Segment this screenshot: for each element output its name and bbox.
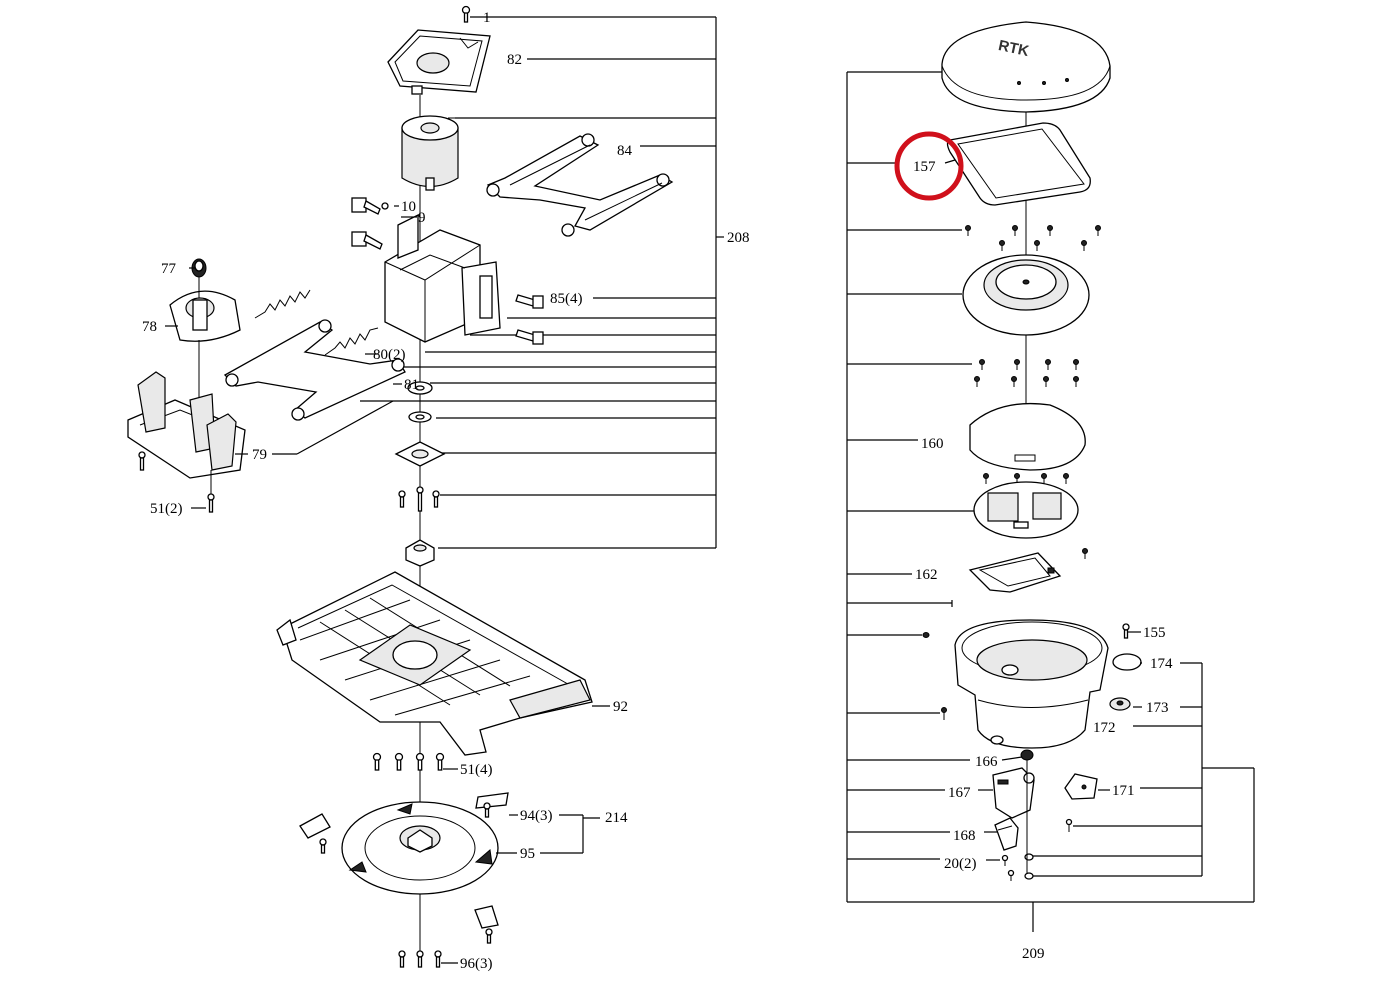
label-162: 162 [915,567,938,583]
cap-plate-part-82 [387,29,491,95]
right-leaders [944,159,1142,861]
label-81: 81 [404,377,419,393]
label-166: 166 [975,754,998,770]
label-157: 157 [913,159,936,175]
clip-part-168 [994,817,1019,851]
gasket-part-160 [969,402,1086,471]
label-79: 79 [252,447,267,463]
base-bracket-part-79 [127,340,246,513]
bolts-part-51-b [372,752,445,771]
pins [922,600,1130,720]
spring-part-80-a [254,289,379,356]
label-1: 1 [483,10,491,26]
label-167: 167 [948,785,971,801]
label-9: 9 [418,210,426,226]
label-92: 92 [613,699,628,715]
label-96: 96(3) [460,956,493,972]
label-82: 82 [507,52,522,68]
flange [394,441,446,467]
label-84: 84 [617,143,633,159]
part-labels: 1 82 84 10 9 208 85(4) 77 78 80(2) 81 79… [142,10,1173,972]
screw-part-1 [461,5,471,23]
gasket-part-157 [946,122,1091,206]
right-assembly: RTK [846,21,1255,932]
screws-row-3 [983,473,1069,484]
nut-part-77 [191,258,207,278]
bracket-part-78 [169,277,241,342]
label-160: 160 [921,436,944,452]
lift-arm-part-84 [486,133,674,237]
label-10: 10 [401,199,416,215]
hub [405,539,435,567]
label-51b: 51(4) [460,762,493,778]
left-leaders [165,205,610,964]
label-94: 94(3) [520,808,553,824]
oring-part-174 [1112,653,1142,671]
label-168: 168 [953,828,976,844]
bolts-part-85 [515,294,544,345]
screws-row-1 [965,225,1101,251]
label-80: 80(2) [373,347,406,363]
highlight-circle [894,131,964,201]
label-77: 77 [161,261,177,277]
lower-arm-part-81 [223,319,406,421]
label-51a: 51(2) [150,501,183,517]
label-85: 85(4) [550,291,583,307]
label-174: 174 [1150,656,1173,672]
sensor-part-171 [1064,773,1098,832]
label-172: 172 [1093,720,1116,736]
screws-group [398,486,440,512]
label-95: 95 [520,846,535,862]
label-78: 78 [142,319,157,335]
pcb-plate [973,481,1079,539]
screws-row-2 [974,359,1079,387]
motor-part [401,115,459,191]
label-208: 208 [727,230,750,246]
base-housing-part-172 [954,619,1109,749]
label-171: 171 [1112,783,1135,799]
disc-part-95 [341,801,499,895]
label-214: 214 [605,810,628,826]
left-assembly [127,5,724,968]
blade-part-96 [398,905,499,968]
screws-part-20 [1001,760,1034,881]
label-20: 20(2) [944,856,977,872]
bracket-208 [360,16,724,549]
bolts-part-10-9 [351,197,389,250]
label-155: 155 [1143,625,1166,641]
grommet-part-173 [1109,697,1131,711]
housing-block [384,213,501,343]
bracket-part-167 [992,767,1035,819]
circuit-board-part-162 [968,548,1088,593]
deck-part-92 [276,571,593,756]
label-209: 209 [1022,946,1045,962]
blade-part-94 [299,792,509,854]
cover-text: RTK [997,37,1031,60]
rtk-cover: RTK [941,21,1111,113]
antenna-plate [962,254,1090,336]
bracket-209 [846,71,1255,932]
spring-part-166 [1020,749,1034,761]
label-173: 173 [1146,700,1169,716]
washers [407,381,433,423]
